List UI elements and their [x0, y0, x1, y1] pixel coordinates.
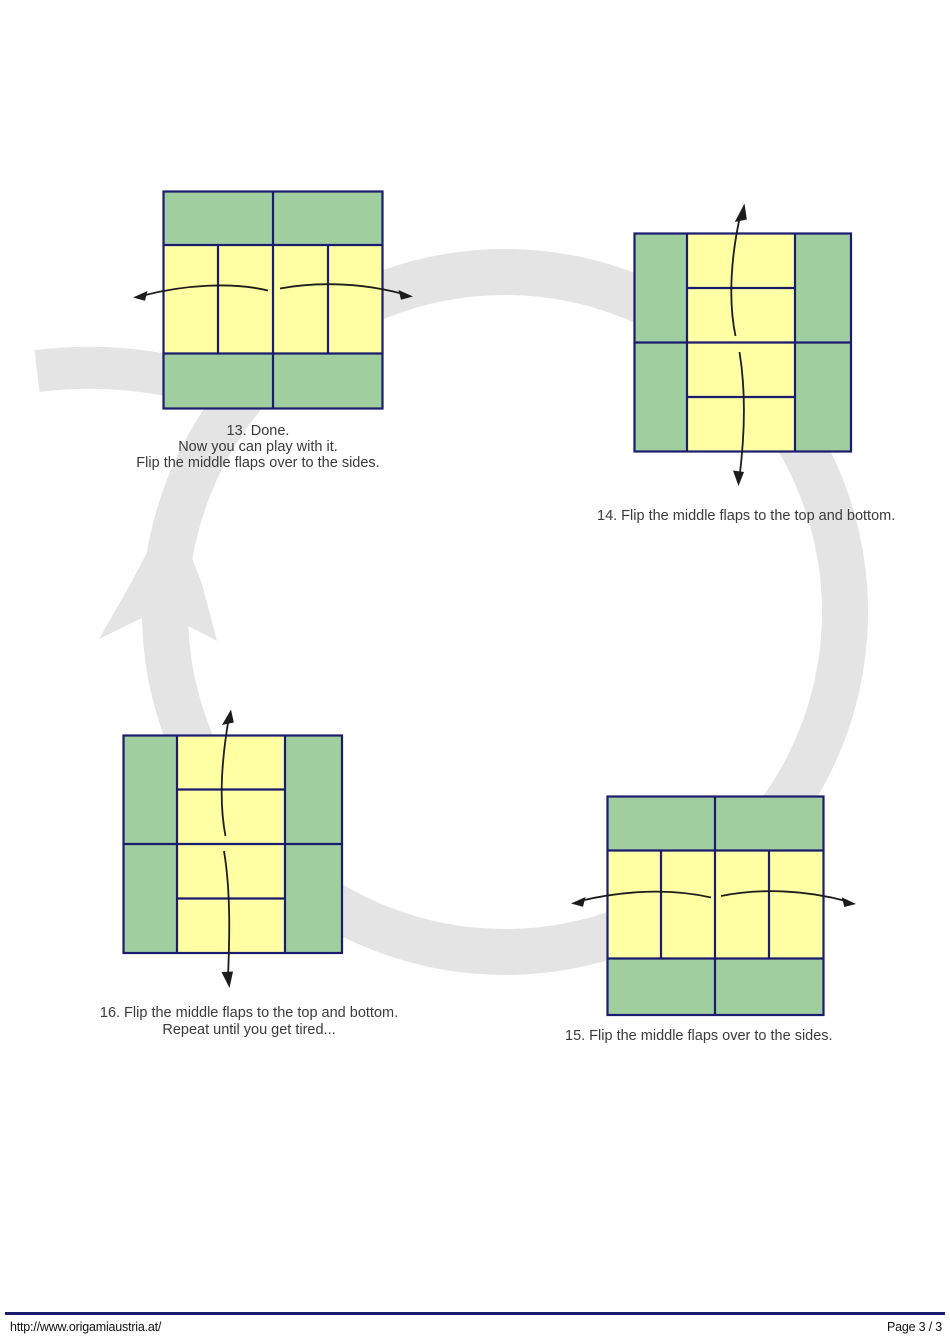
diagram-step-13: [133, 190, 413, 410]
caption-line: Flip the middle flaps over to the sides.: [136, 455, 380, 471]
caption-step-13: 13. Done. Now you can play with it. Flip…: [93, 423, 423, 471]
caption-line: Repeat until you get tired...: [162, 1022, 336, 1038]
crease-lines: [123, 735, 342, 953]
diagram-step-14: [633, 203, 853, 486]
flip-left-arrow-icon: [133, 284, 269, 301]
flip-down-arrow-icon: [733, 351, 745, 486]
cycle-arrowhead-icon: [99, 505, 217, 641]
caption-line: 15. Flip the middle flaps over to the si…: [565, 1028, 833, 1044]
flip-right-arrow-icon: [720, 890, 856, 907]
flip-up-arrow-icon: [220, 709, 234, 837]
flip-left-arrow-icon: [571, 890, 712, 907]
diagram-step-15: [571, 795, 856, 1017]
caption-line: 14. Flip the middle flaps to the top and…: [597, 508, 896, 524]
caption-line: 13. Done.: [226, 423, 290, 439]
flip-right-arrow-icon: [279, 283, 413, 300]
footer-page-number: Page 3 / 3: [887, 1320, 942, 1334]
flip-down-arrow-icon: [221, 850, 233, 988]
caption-line: Now you can play with it.: [178, 439, 338, 455]
caption-step-16: 16. Flip the middle flaps to the top and…: [79, 1005, 419, 1039]
caption-line: 16. Flip the middle flaps to the top and…: [99, 1005, 399, 1021]
footer-rule: [5, 1312, 945, 1315]
caption-step-15: 15. Flip the middle flaps over to the si…: [565, 1028, 865, 1044]
caption-step-14: 14. Flip the middle flaps to the top and…: [597, 508, 917, 524]
diagram-step-16: [122, 709, 344, 988]
paper-outline: [122, 734, 344, 955]
paper-outline: [162, 190, 384, 410]
footer-url: http://www.origamiaustria.at/: [10, 1320, 162, 1334]
paper-outline: [606, 795, 825, 1017]
crease-lines: [163, 191, 383, 409]
flip-up-arrow-icon: [730, 203, 747, 337]
crease-lines: [634, 233, 851, 452]
crease-lines: [607, 796, 824, 1015]
